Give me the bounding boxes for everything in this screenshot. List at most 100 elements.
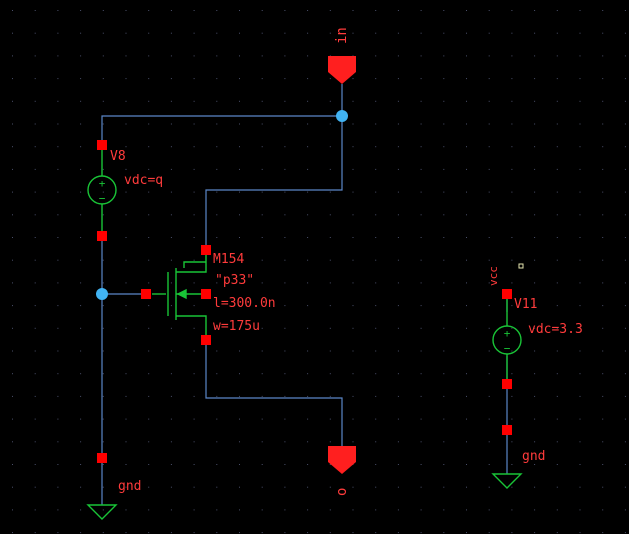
grid-dot [534, 123, 536, 125]
grid-dot [12, 373, 13, 375]
grid-dot [397, 55, 399, 57]
grid-dot [284, 282, 286, 284]
grid-dot [284, 418, 286, 420]
grid-dot [12, 509, 13, 511]
grid-dot [466, 259, 467, 261]
grid-dot [307, 100, 309, 102]
grid-dot [170, 509, 172, 511]
m154-pmos-transistor[interactable] [152, 250, 207, 340]
grid-dot [148, 237, 150, 238]
grid-dot [443, 486, 445, 488]
grid-dot [624, 509, 626, 511]
grid-dot [397, 441, 399, 443]
grid-dot [397, 214, 399, 216]
grid-dot [125, 464, 127, 465]
grid-dot [624, 168, 626, 170]
m154-length-label: l=300.0n [213, 296, 276, 311]
junction-gate[interactable] [96, 288, 108, 300]
grid-dot [216, 350, 218, 352]
pin-m154-drain[interactable] [201, 245, 211, 255]
grid-dot [375, 168, 377, 170]
v8-source[interactable]: + − V8 vdc=q [87, 145, 163, 236]
grid-dot [125, 418, 127, 420]
grid-dot [125, 32, 127, 34]
grid-dot [329, 191, 331, 193]
grid-dot [397, 464, 399, 465]
pin-v11-plus[interactable] [502, 289, 512, 299]
grid-dot [602, 146, 604, 148]
grid-dot [148, 418, 150, 420]
pin-v8-minus[interactable] [97, 231, 107, 241]
grid-dot [216, 123, 218, 125]
pin-gnd-right[interactable] [502, 425, 512, 435]
pin-gnd-left[interactable] [97, 453, 107, 463]
grid-dot [602, 55, 604, 57]
grid-dot [125, 441, 127, 443]
wire-top-bus[interactable] [101, 115, 342, 145]
grid-dot [12, 146, 13, 148]
port-in[interactable]: in [328, 27, 356, 84]
grid-dot [556, 282, 558, 284]
grid-dot [125, 214, 127, 216]
wire-in-to-drain[interactable] [205, 116, 343, 250]
pin-m154-gate[interactable] [141, 289, 151, 299]
grid-dot [148, 191, 150, 193]
grid-dot [329, 123, 331, 125]
grid-dot [420, 464, 422, 465]
grid-dot [488, 259, 490, 261]
pin-m154-source[interactable] [201, 335, 211, 345]
gnd-symbol-right[interactable]: gnd [491, 449, 545, 489]
grid-dot [148, 373, 150, 375]
grid-dot [34, 532, 36, 534]
port-out[interactable]: o [328, 446, 356, 496]
grid-dot [284, 259, 286, 261]
grid-dot [329, 395, 331, 397]
grid-dot [375, 146, 377, 148]
grid-dot [284, 237, 286, 238]
grid-dot [148, 327, 150, 329]
grid-dot [602, 214, 604, 216]
grid-dot [34, 282, 36, 284]
grid-dot [602, 100, 604, 102]
grid-dot [375, 532, 377, 534]
grid-dot [443, 441, 445, 443]
grid-dot [284, 532, 286, 534]
grid-dot [307, 350, 309, 352]
grid-dot [102, 10, 104, 11]
grid-dot [352, 418, 354, 420]
gnd-symbol-left[interactable]: gnd [86, 479, 141, 520]
grid-dot [624, 123, 626, 125]
grid-dot [420, 395, 422, 397]
grid-dot [307, 55, 309, 57]
grid-dot [352, 55, 354, 57]
grid-dot [511, 373, 513, 375]
wire-source-to-out[interactable] [205, 340, 343, 446]
grid-dot [466, 191, 467, 193]
grid-dot [34, 418, 36, 420]
grid-dot [102, 100, 104, 102]
pin-m154-bulk[interactable] [201, 289, 211, 299]
v11-source[interactable]: + − V11 vdc=3.3 vcc [487, 266, 583, 384]
grid-dot [420, 32, 422, 34]
grid-dot [602, 10, 604, 11]
grid-dot [12, 464, 13, 465]
grid-dot [284, 373, 286, 375]
grid-dot [148, 441, 150, 443]
junction-top[interactable] [336, 110, 348, 122]
grid-dot [216, 168, 218, 170]
grid-dot [466, 305, 467, 307]
grid-dot [239, 237, 240, 238]
grid-dot [420, 100, 422, 102]
grid-dot [397, 350, 399, 352]
pin-v11-minus[interactable] [502, 379, 512, 389]
grid-dot [420, 441, 422, 443]
pin-v8-plus[interactable] [97, 140, 107, 150]
grid-dot [488, 395, 490, 397]
grid-dot [57, 259, 59, 261]
grid-dot [534, 168, 536, 170]
grid-dot [624, 418, 626, 420]
grid-dot [534, 78, 536, 80]
grid-dot [511, 78, 513, 80]
grid-dot [125, 123, 127, 125]
